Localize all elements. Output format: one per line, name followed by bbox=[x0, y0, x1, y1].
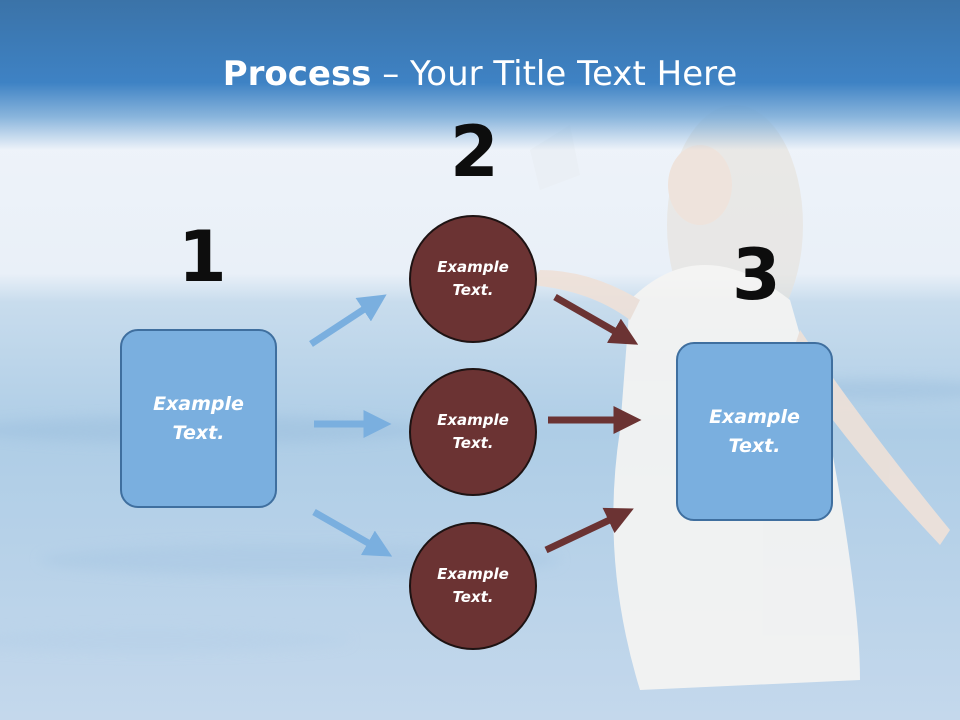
title-rest: – Your Title Text Here bbox=[371, 54, 738, 94]
circle-top[interactable]: Example Text. bbox=[409, 215, 537, 343]
circle-bottom[interactable]: Example Text. bbox=[409, 522, 537, 650]
left-box-label: Example Text. bbox=[153, 392, 244, 444]
arrow-circle-top-to-box3 bbox=[553, 293, 639, 345]
circle-bottom-label: Example Text. bbox=[437, 565, 509, 606]
left-process-box[interactable]: Example Text. bbox=[120, 329, 277, 508]
right-box-label: Example Text. bbox=[709, 405, 800, 457]
circle-middle[interactable]: Example Text. bbox=[409, 368, 537, 496]
arrow-box1-to-circle-top bbox=[309, 294, 387, 347]
step-number-2: 2 bbox=[450, 111, 499, 193]
arrow-box1-to-circle-bottom bbox=[312, 508, 393, 557]
slide-title: Process – Your Title Text Here bbox=[0, 52, 960, 96]
title-banner bbox=[0, 0, 960, 150]
step-number-1: 1 bbox=[178, 216, 227, 298]
arrow-circle-bottom-to-box3 bbox=[544, 507, 634, 554]
title-bold: Process bbox=[222, 54, 372, 94]
step-number-3: 3 bbox=[732, 234, 781, 316]
circle-middle-label: Example Text. bbox=[437, 411, 509, 452]
circle-top-label: Example Text. bbox=[437, 258, 509, 299]
right-process-box[interactable]: Example Text. bbox=[676, 342, 833, 521]
